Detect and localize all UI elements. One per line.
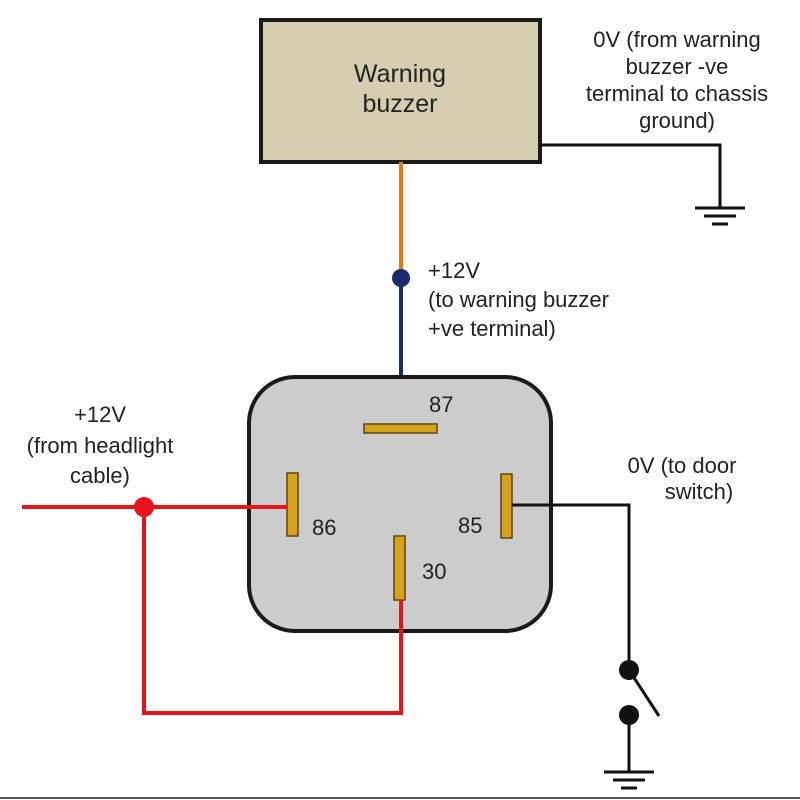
- warning-buzzer-label-line2: buzzer: [362, 90, 437, 118]
- positive-note-line2: (to warning buzzer: [428, 287, 609, 312]
- headlight-junction-dot: [134, 497, 154, 517]
- door-switch-wire: [512, 503, 631, 668]
- door-note-line1: 0V (to door: [628, 453, 737, 478]
- pin-87-label: 87: [429, 392, 453, 417]
- door-note-line2: switch): [665, 479, 733, 504]
- ground-note-line2: buzzer -ve: [626, 54, 729, 79]
- headlight-note-line3: cable): [70, 463, 130, 488]
- pin-86-label: 86: [312, 515, 336, 540]
- pin-30: [393, 535, 406, 601]
- positive-note-line1: +12V: [428, 258, 480, 283]
- chassis-ground-symbol-top: [695, 206, 745, 226]
- positive-note-line3: +ve terminal): [428, 316, 556, 341]
- pin-85: [500, 473, 513, 539]
- warning-buzzer-label-line1: Warning: [354, 60, 446, 88]
- chassis-ground-symbol-bottom: [604, 770, 654, 790]
- pin-86: [286, 472, 299, 537]
- headlight-note-line1: +12V: [74, 402, 126, 427]
- pin-30-label: 30: [422, 559, 446, 584]
- pin-87: [363, 423, 438, 434]
- pin-85-label: 85: [458, 513, 482, 538]
- headlight-note-line2: (from headlight: [27, 433, 174, 458]
- ground-note-line1: 0V (from warning: [593, 27, 761, 52]
- buzzer-ground-wire: [540, 143, 722, 208]
- warning-buzzer-box: [259, 18, 542, 164]
- door-switch-lever: [627, 669, 661, 717]
- pin-30-feed-wire: [142, 507, 403, 715]
- ground-note-line4: ground): [639, 108, 715, 133]
- buzzer-positive-junction-dot: [392, 269, 410, 287]
- ground-note-line3: terminal to chassis: [586, 81, 768, 106]
